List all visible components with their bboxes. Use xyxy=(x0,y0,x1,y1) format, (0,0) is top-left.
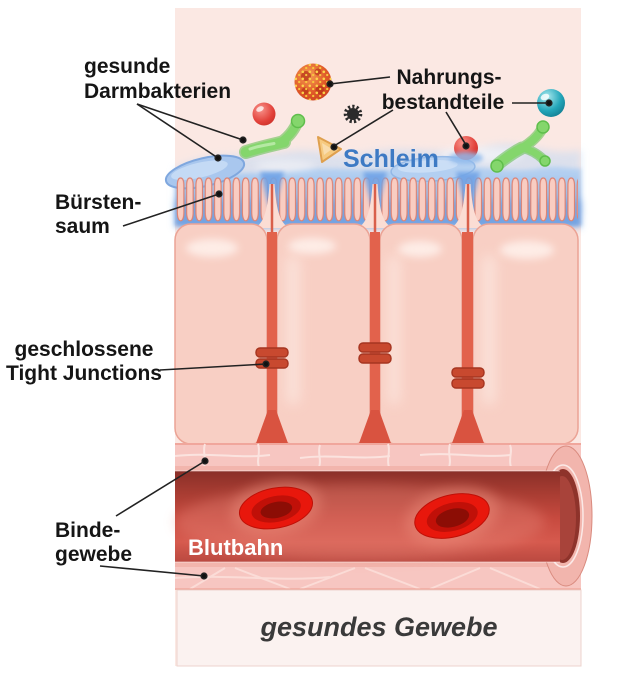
vessel-wall-bottom xyxy=(175,561,561,567)
vessel-wall-top xyxy=(175,466,561,472)
green-bacterium-left xyxy=(239,113,306,159)
cell-gap xyxy=(370,232,380,444)
food-particle-red-sphere xyxy=(252,102,276,126)
connective-tissue-upper xyxy=(174,443,581,468)
caption-healthy-tissue: gesundes Gewebe xyxy=(259,612,497,642)
food-particle-orange-sphere xyxy=(294,63,332,101)
label-food-components-line2: bestandteile xyxy=(382,91,505,114)
tight-junction xyxy=(451,367,485,389)
red-blood-cell xyxy=(230,480,322,536)
tight-junction xyxy=(358,342,392,364)
connective-tissue-lower xyxy=(174,567,581,590)
label-brush-border-line1: Bürsten- xyxy=(55,191,141,214)
tight-junctions xyxy=(255,342,485,389)
label-healthy-bacteria-line1: gesunde xyxy=(84,55,170,78)
label-mucus: Schleim xyxy=(343,145,439,173)
label-tight-junctions-line1: geschlossene xyxy=(15,338,154,361)
food-particle-black-spiky xyxy=(343,104,363,124)
cell-necks xyxy=(254,172,486,232)
cell-gap xyxy=(267,232,277,444)
label-bloodstream: Blutbahn xyxy=(188,535,283,560)
caption-box xyxy=(176,589,582,667)
blood-vessel xyxy=(175,470,560,563)
food-particle-triangle xyxy=(317,136,342,163)
label-connective-tissue-line2: gewebe xyxy=(55,543,132,566)
epithelial-cells xyxy=(174,223,579,446)
epithelial-cell xyxy=(174,223,268,445)
pointer-lines xyxy=(99,76,553,580)
labels: gesunde Darmbakterien Nahrungs- bestandt… xyxy=(6,55,504,642)
red-blood-cell xyxy=(404,486,500,546)
green-bacterium-right xyxy=(490,120,551,173)
label-food-components-line1: Nahrungs- xyxy=(397,66,502,89)
label-connective-tissue-line1: Binde- xyxy=(55,519,120,542)
cell-gap xyxy=(462,232,473,444)
label-tight-junctions-line2: Tight Junctions xyxy=(6,362,162,385)
label-brush-border-line2: saum xyxy=(55,215,110,238)
label-healthy-bacteria-line2: Darmbakterien xyxy=(84,80,231,103)
mucus-highlight xyxy=(255,160,315,172)
